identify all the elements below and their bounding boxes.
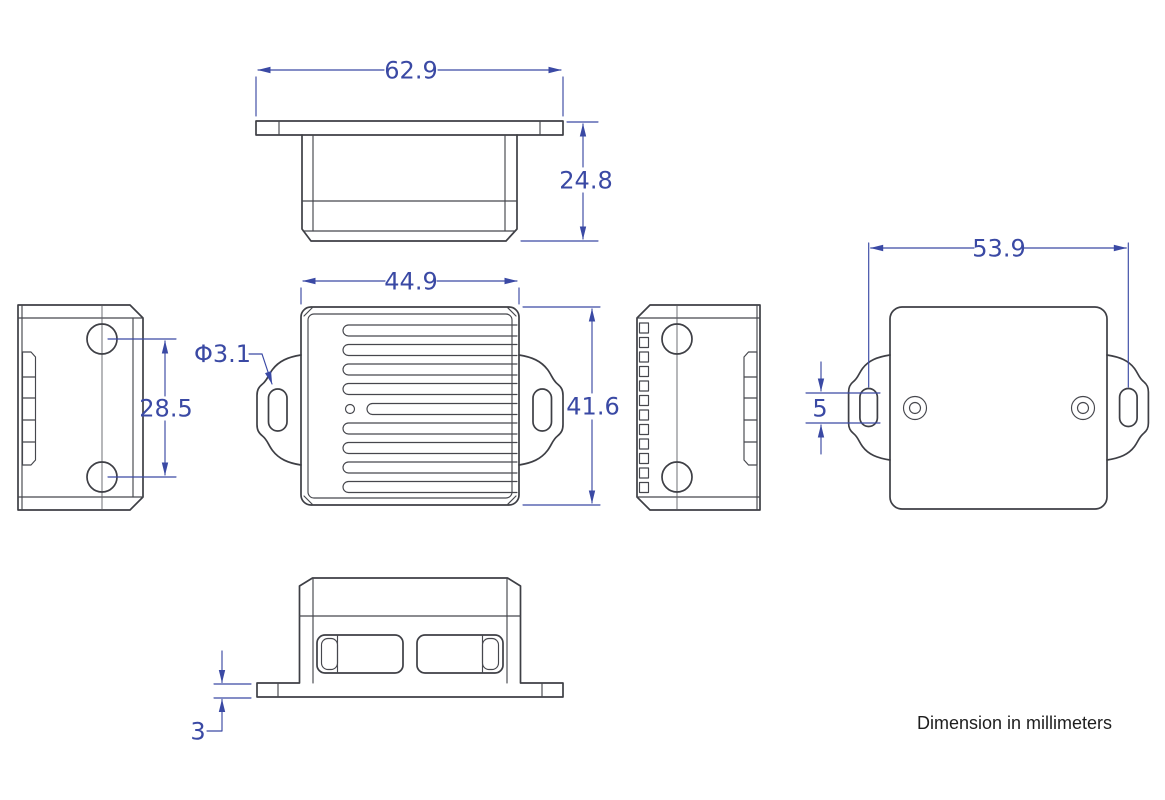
front-left-ear [256, 354, 302, 466]
dim-label-front-height: 41.6 [566, 393, 619, 421]
connector-opening-left [316, 634, 404, 674]
back-left-ear [847, 354, 891, 461]
front-right-ear-slot [532, 388, 553, 432]
dim-label-slot-pitch: 53.9 [972, 235, 1025, 263]
dimension-44-9: 44.9 [300, 268, 520, 305]
dimension-62-9: 62.9 [255, 57, 564, 117]
back-right-ear [1106, 354, 1150, 461]
back-left-ear-slot [859, 387, 879, 428]
dim-label-slot-diameter: Φ3.1 [194, 340, 251, 368]
dimension-3: 3 [190, 650, 252, 746]
dim-label-top-height: 24.8 [559, 167, 612, 195]
dim-label-top-width: 62.9 [384, 57, 437, 85]
dim-label-slot-width: 5 [812, 395, 827, 423]
left-side-connector [21, 351, 37, 466]
right-side-hole-top [661, 323, 693, 355]
front-body-outer [300, 306, 520, 506]
right-side-connector [743, 351, 758, 466]
front-view [256, 306, 564, 506]
front-right-ear [518, 354, 564, 466]
heatsink-ribs [342, 324, 518, 494]
dimension-41-6: 41.6 [522, 306, 620, 506]
top-view-body [301, 134, 518, 242]
back-right-ear-slot [1118, 387, 1138, 428]
units-note: Dimension in millimeters [917, 713, 1112, 733]
connector-opening-right [416, 634, 504, 674]
right-side-view [636, 304, 761, 511]
left-side-body [17, 304, 144, 511]
bottom-body [256, 577, 564, 698]
front-body-inner [307, 313, 513, 499]
dim-label-front-width: 44.9 [384, 268, 437, 296]
top-view-flange [255, 120, 564, 136]
dim-label-hole-pitch: 28.5 [139, 395, 192, 423]
left-side-view [17, 304, 144, 511]
dimension-28-5: 28.5 [107, 338, 193, 478]
right-side-hole-bottom [661, 461, 693, 493]
right-side-body [636, 304, 761, 511]
dimension-53-9: 53.9 [868, 235, 1129, 388]
back-screw-hole-right [1070, 395, 1096, 421]
back-screw-hole-left [902, 395, 928, 421]
dimension-slot-diameter: Φ3.1 [194, 340, 273, 385]
top-view [255, 120, 564, 242]
back-body [889, 306, 1108, 510]
led-hole [344, 403, 356, 415]
dim-label-flange-thickness: 3 [190, 718, 205, 746]
rib-end-fins [638, 322, 650, 494]
front-left-ear-slot [267, 388, 288, 432]
dimension-24-8: 24.8 [520, 121, 613, 242]
back-view [847, 306, 1150, 510]
dimension-5: 5 [805, 361, 881, 455]
bottom-view [256, 577, 564, 698]
